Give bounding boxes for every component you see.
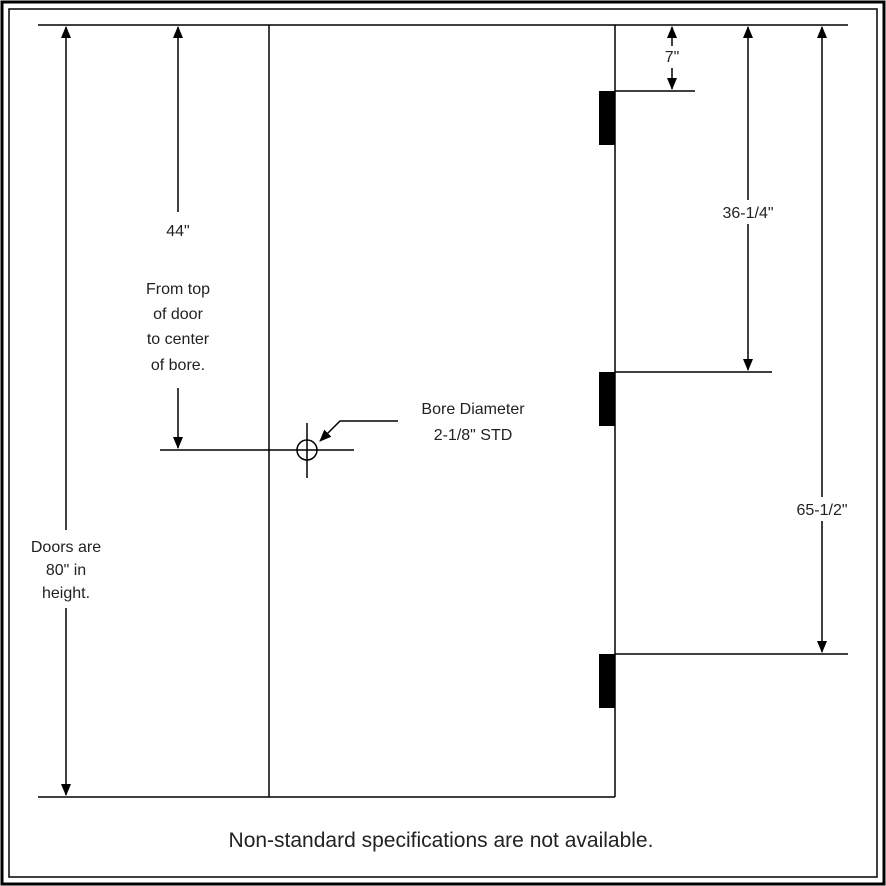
door-height-label-line-3: height. — [42, 585, 90, 602]
bore-note-line-2: of door — [153, 306, 203, 323]
bore-note-line-1: From top — [146, 281, 210, 298]
door-height-label-line-1: Doors are — [31, 539, 101, 556]
top-hinge-dimension-label: 7" — [665, 49, 680, 66]
bore-height-label: 44" — [166, 223, 189, 240]
bottom-hinge-dimension-label: 65-1/2" — [796, 502, 847, 519]
door-height-label-line-2: 80" in — [46, 562, 86, 579]
middle-hinge-dimension-label: 36-1/4" — [722, 205, 773, 222]
inner-frame — [8, 8, 878, 878]
bore-note-line-4: of bore. — [151, 357, 205, 374]
bore-hole-icon — [296, 439, 318, 461]
top-hinge — [599, 91, 615, 145]
bore-diameter-label-line-2: 2-1/8" STD — [434, 427, 513, 444]
bore-diameter-label-line-1: Bore Diameter — [421, 401, 525, 418]
footer-note: Non-standard specifications are not avai… — [229, 829, 654, 852]
bore-note-line-3: to center — [147, 331, 210, 348]
bore-diameter-leader — [319, 420, 398, 442]
bottom-hinge — [599, 654, 615, 708]
middle-hinge — [599, 372, 615, 426]
